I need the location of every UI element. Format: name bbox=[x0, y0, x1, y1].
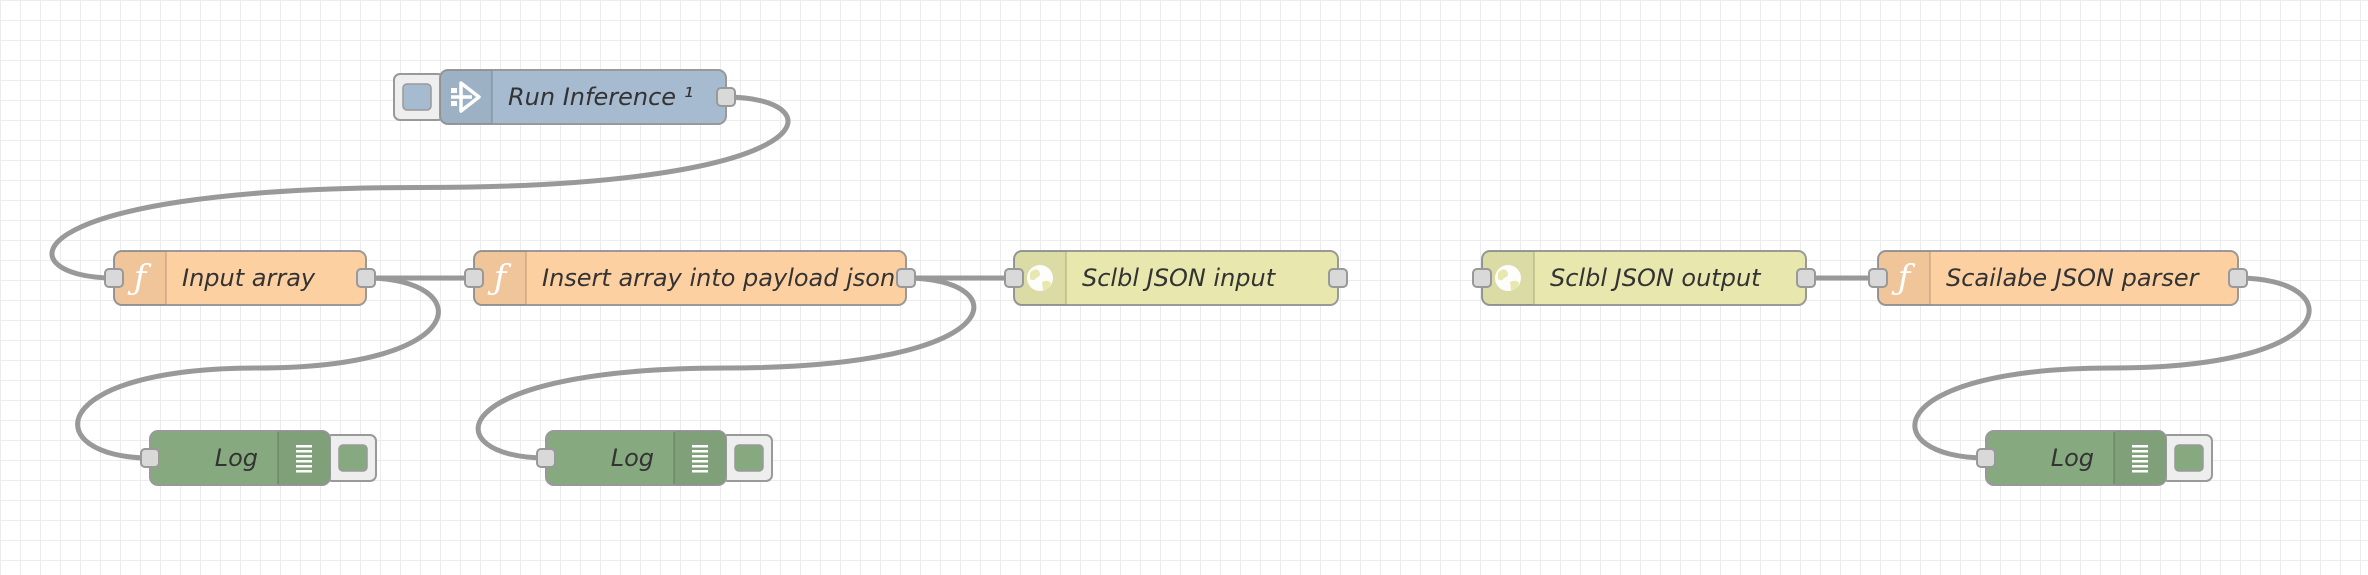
list-icon bbox=[296, 445, 312, 473]
list-icon bbox=[692, 445, 708, 473]
node-label: Log bbox=[2051, 444, 2094, 472]
node-run-inference[interactable]: Run Inference ¹ bbox=[393, 69, 736, 125]
list-icon bbox=[2132, 445, 2148, 473]
globe-icon bbox=[1495, 265, 1521, 291]
node-log-3[interactable]: Log bbox=[1976, 430, 2213, 486]
wire-scailabe-json-parser-to-log-3[interactable] bbox=[1912, 275, 2312, 461]
node-label: Scailabe JSON parser bbox=[1946, 264, 2201, 292]
input-port[interactable] bbox=[104, 268, 124, 288]
node-label: Sclbl JSON output bbox=[1550, 264, 1762, 292]
node-label: Insert array into payload json bbox=[542, 264, 895, 292]
input-port[interactable] bbox=[536, 448, 556, 468]
arrow-right-icon bbox=[451, 81, 481, 113]
output-port[interactable] bbox=[1796, 268, 1816, 288]
wire-input-array-to-log-1[interactable] bbox=[75, 275, 441, 461]
input-port[interactable] bbox=[1868, 268, 1888, 288]
debug-toggle-button[interactable] bbox=[325, 434, 377, 482]
node-log-1[interactable]: Log bbox=[140, 430, 377, 486]
node-sclbl-json-input[interactable]: Sclbl JSON input bbox=[1004, 250, 1348, 306]
globe-icon bbox=[1027, 265, 1053, 291]
input-port[interactable] bbox=[1004, 268, 1024, 288]
node-sclbl-json-output[interactable]: Sclbl JSON output bbox=[1472, 250, 1816, 306]
output-port[interactable] bbox=[356, 268, 376, 288]
input-port[interactable] bbox=[1472, 268, 1492, 288]
node-label: Sclbl JSON input bbox=[1082, 264, 1277, 292]
node-label: Run Inference ¹ bbox=[508, 83, 693, 111]
wire-insert-array-to-log-2[interactable] bbox=[475, 275, 977, 461]
inject-trigger-button[interactable] bbox=[393, 73, 445, 121]
input-port[interactable] bbox=[1976, 448, 1996, 468]
output-port[interactable] bbox=[896, 268, 916, 288]
node-label: Log bbox=[611, 444, 654, 472]
debug-toggle-button[interactable] bbox=[2161, 434, 2213, 482]
wires bbox=[49, 94, 2312, 461]
debug-toggle-button[interactable] bbox=[721, 434, 773, 482]
output-port[interactable] bbox=[2228, 268, 2248, 288]
input-port[interactable] bbox=[464, 268, 484, 288]
node-label: Log bbox=[215, 444, 258, 472]
input-port[interactable] bbox=[140, 448, 160, 468]
node-label: Input array bbox=[182, 264, 316, 292]
output-port[interactable] bbox=[716, 87, 736, 107]
node-log-2[interactable]: Log bbox=[536, 430, 773, 486]
wire-run-inference-to-input-array[interactable] bbox=[49, 94, 791, 281]
output-port[interactable] bbox=[1328, 268, 1348, 288]
